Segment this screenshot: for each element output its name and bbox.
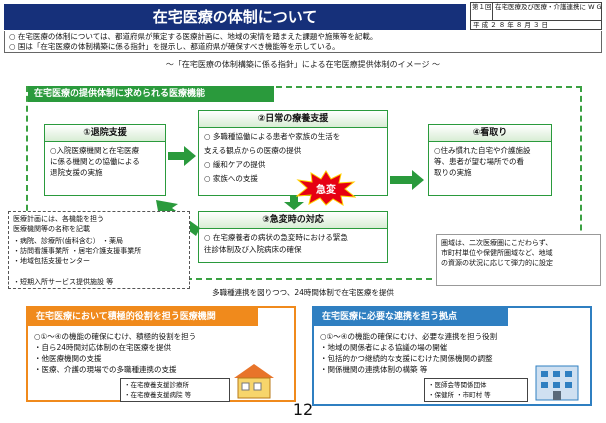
page-number: 12 bbox=[292, 400, 314, 419]
discharge-support-box: ①退院支援 ○入院医療機関と在宅医療 に係る機関との協働による 退院支援の実施 bbox=[44, 124, 166, 196]
box-title: ①退院支援 bbox=[45, 125, 165, 142]
institution-line: ・在宅療養支援病院 等 bbox=[124, 391, 192, 399]
panel-line: ・地域の関係者による協議の場の開催 bbox=[320, 343, 448, 352]
center-note: 多職種連携を図りつつ、24時間体制で在宅医療を提供 bbox=[212, 288, 394, 297]
box-line: 支える観点からの医療の提供 bbox=[204, 146, 302, 155]
note-line: 市町村単位や保健所圏域など、地域 bbox=[441, 249, 553, 257]
note-line: の資源の状況に応じて弾力的に設定 bbox=[441, 259, 553, 267]
coordination-hub-panel bbox=[312, 306, 592, 406]
list-line: ・地域包括支援センター bbox=[13, 257, 90, 265]
box-line: ○入院医療機関と在宅医療 bbox=[50, 146, 140, 155]
box-title: ④看取り bbox=[429, 125, 551, 142]
box-line: ○ 多職種協働による患者や家族の生活を bbox=[204, 132, 341, 141]
box-line: 退院支援の実施 bbox=[50, 168, 103, 177]
panel-line: ・自ら24時間対応体制の在宅医療を提供 bbox=[34, 343, 172, 352]
list-line: ・短期入所サービス提供施設 等 bbox=[8, 277, 190, 289]
box-line: 等、患者が望む場所での看 bbox=[434, 157, 524, 166]
list-line: 医療機関等の名称を記載 bbox=[13, 225, 90, 233]
end-of-life-care-box: ④看取り ○住み慣れた自宅や介護施設 等、患者が望む場所での看 取りの実施 bbox=[428, 124, 552, 196]
institution-list: ・在宅療養支援診療所 ・在宅療養支援病院 等 bbox=[120, 378, 230, 402]
meeting-number: 第１回 関 す る bbox=[471, 3, 493, 20]
stakeholder-line: ・保健所 ・市町村 等 bbox=[428, 391, 491, 399]
panel-title: 在宅医療に必要な連携を担う拠点 bbox=[314, 308, 508, 326]
daily-care-support-box: ②日常の療養支援 ○ 多職種協働による患者や家族の生活を 支える観点からの医療の… bbox=[198, 110, 388, 196]
box-line: に係る機関との協働による bbox=[50, 157, 140, 166]
note-line: 圏域は、二次医療圏にこだわらず、 bbox=[441, 239, 553, 247]
functions-tag: 在宅医療の提供体制に求められる医療機能 bbox=[28, 86, 274, 102]
arrow-2-to-3 bbox=[284, 196, 304, 210]
box-line: ○住み慣れた自宅や介護施設 bbox=[434, 146, 531, 155]
meeting-date: 平 成 ２ ８ 年 ８ 月 ３ 日 bbox=[473, 21, 549, 29]
box-line: ○ 家族への支援 bbox=[204, 174, 258, 183]
list-line: 医療計画には、各機能を担う bbox=[13, 215, 104, 223]
panel-title: 在宅医療において積極的役割を担う医療機関 bbox=[28, 308, 258, 326]
meeting-name: 在宅医療及び医療・介護連携に W G bbox=[495, 3, 601, 11]
panel-line: ・関係機関の連携体制の構築 等 bbox=[320, 365, 428, 374]
intro-line: ○ 在宅医療の体制については、都道府県が策定する医療計画に、地域の実情を踏まえた… bbox=[9, 32, 378, 41]
arrow-1-to-2 bbox=[168, 146, 196, 166]
panel-line: ・包括的かつ継続的な支援にむけた関係機関の調整 bbox=[320, 354, 493, 363]
box-line: ○ 在宅療養者の病状の急変時における緊急 bbox=[204, 233, 348, 242]
panel-body: ○①～④の機能の確保にむけ、必要な連携を担う役割 ・地域の関係者による協議の場の… bbox=[314, 328, 590, 378]
stakeholder-list: ・医師会等関係団体 ・保健所 ・市町村 等 bbox=[424, 378, 528, 402]
panel-line: ○①～④の機能の確保にむけ、必要な連携を担う役割 bbox=[320, 332, 498, 341]
panel-line: ○①～④の機能の確保にむけ、積極的役割を担う bbox=[34, 332, 197, 341]
institution-line: ・在宅療養支援診療所 bbox=[124, 381, 189, 389]
emergency-response-box: ③急変時の対応 ○ 在宅療養者の病状の急変時における緊急 往診体制及び入院病床の… bbox=[198, 211, 388, 263]
medical-plan-list: 医療計画には、各機能を担う 医療機関等の名称を記載 ・病院、診療所(歯科含む） … bbox=[8, 211, 190, 279]
intro-line: ○ 国は「在宅医療の体制構築に係る指針」を提示し、都道府県が確保すべき機能等を示… bbox=[9, 42, 340, 51]
box-line: 取りの実施 bbox=[434, 168, 472, 177]
emergency-burst-icon bbox=[296, 170, 356, 206]
box-line: 往診体制及び入院病床の確保 bbox=[204, 245, 302, 254]
list-line: ・訪問看護事業所 ・居宅介護支援事業所 bbox=[13, 247, 142, 255]
box-line: ○ 緩和ケアの提供 bbox=[204, 160, 266, 169]
burst-label: 急変 bbox=[316, 185, 336, 196]
meeting-info-table: 第１回 関 す る 在宅医療及び医療・介護連携に W G 平 成 ２ ８ 年 ８… bbox=[470, 2, 602, 30]
intro-box: ○ 在宅医療の体制については、都道府県が策定する医療計画に、地域の実情を踏まえた… bbox=[4, 31, 602, 53]
office-building-icon bbox=[535, 365, 579, 401]
page-title: 在宅医療の体制について bbox=[4, 4, 466, 30]
arrow-2-to-4 bbox=[390, 170, 424, 190]
panel-line: ・医療、介護の現場での多職種連携の支援 bbox=[34, 365, 177, 374]
area-note: 圏域は、二次医療圏にこだわらず、 市町村単位や保健所圏域など、地域 の資源の状況… bbox=[436, 234, 601, 286]
stakeholder-line: ・医師会等関係団体 bbox=[428, 381, 487, 389]
diagram-subtitle: ～「在宅医療の体制構築に係る指針」による在宅医療提供体制のイメージ ～ bbox=[165, 60, 441, 69]
functions-frame bbox=[26, 86, 582, 280]
panel-line: ・他医療機関の支援 bbox=[34, 354, 102, 363]
house-icon bbox=[234, 364, 274, 399]
panel-body: ○①～④の機能の確保にむけ、積極的役割を担う ・自ら24時間対応体制の在宅医療を… bbox=[28, 328, 294, 378]
box-title: ②日常の療養支援 bbox=[199, 111, 387, 128]
box-title: ③急変時の対応 bbox=[199, 212, 387, 229]
list-line: ・病院、診療所(歯科含む） ・薬局 bbox=[13, 237, 123, 245]
